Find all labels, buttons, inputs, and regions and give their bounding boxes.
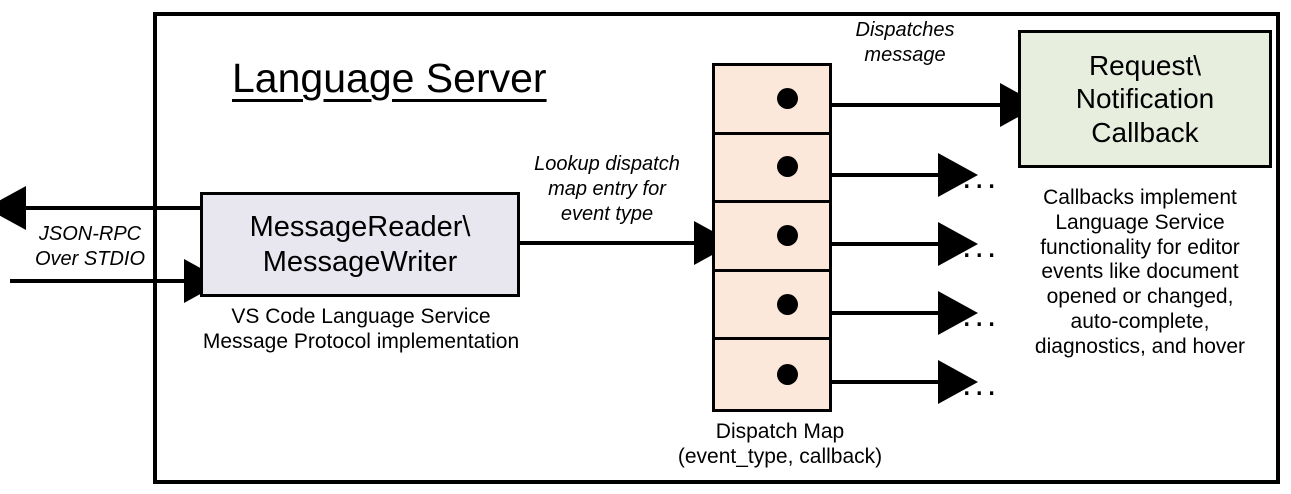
callback-dot-icon	[777, 224, 798, 246]
ellipsis-row-3: ...	[962, 227, 1000, 265]
callback-caption-line-4: events like document	[1041, 260, 1239, 284]
request-notification-callback-box[interactable]: Request\ Notification Callback	[1018, 30, 1272, 168]
callback-caption-line-7: diagnostics, and hover	[1034, 334, 1246, 358]
dispatch-map-row[interactable]	[715, 66, 829, 135]
page-title: Language Server	[232, 54, 547, 101]
ellipsis-row-5: ...	[962, 365, 1000, 403]
dispatch-map-row[interactable]	[715, 203, 829, 272]
dispatch-map-row[interactable]	[715, 134, 829, 204]
callback-caption-line-5: opened or changed,	[1046, 285, 1234, 309]
dispatch-map-caption-line-1: Dispatch Map	[715, 420, 845, 443]
callback-caption-line-3: functionality for editor	[1040, 235, 1240, 259]
callback-dot-icon	[777, 156, 798, 178]
message-reader-writer-box[interactable]: MessageReader\ MessageWriter	[200, 192, 520, 297]
edge-label-jsonrpc: JSON-RPC Over STDIO	[34, 223, 145, 270]
callback-caption: Callbacks implement Language Service fun…	[1000, 186, 1280, 359]
message-io-line-2: MessageWriter	[262, 245, 458, 278]
dispatch-map-table[interactable]	[712, 63, 832, 412]
callback-dot-icon	[777, 293, 798, 315]
dispatch-map-row[interactable]	[715, 271, 829, 341]
callback-caption-line-1: Callbacks implement	[1043, 186, 1237, 209]
dispatch-map-row[interactable]	[715, 340, 829, 409]
callback-line-1: Request\	[1088, 50, 1202, 82]
callback-caption-line-2: Language Service	[1055, 210, 1225, 234]
edge-label-lookup-dispatch: Lookup dispatch map entry for event type	[534, 153, 680, 225]
message-reader-writer-caption: VS Code Language Service Message Protoco…	[180, 305, 542, 355]
message-io-caption-line-2: Message Protocol implementation	[202, 329, 520, 353]
ellipsis-row-4: ...	[962, 296, 1000, 334]
ellipsis-row-2: ...	[962, 158, 1000, 196]
callback-caption-line-6: auto-complete,	[1070, 309, 1210, 333]
language-server-frame	[153, 12, 1280, 484]
callback-dot-icon	[777, 363, 798, 385]
message-io-caption-line-1: VS Code Language Service	[231, 305, 491, 328]
edge-label-dispatches-message: Dispatches message	[855, 19, 955, 66]
dispatch-map-caption-line-2: (event_type, callback)	[677, 444, 883, 468]
callback-line-2: Notification	[1075, 83, 1215, 115]
message-io-line-1: MessageReader\	[249, 211, 471, 244]
callback-dot-icon	[777, 87, 798, 109]
callback-line-3: Callback	[1091, 116, 1199, 148]
dispatch-map-caption: Dispatch Map (event_type, callback)	[650, 420, 910, 470]
